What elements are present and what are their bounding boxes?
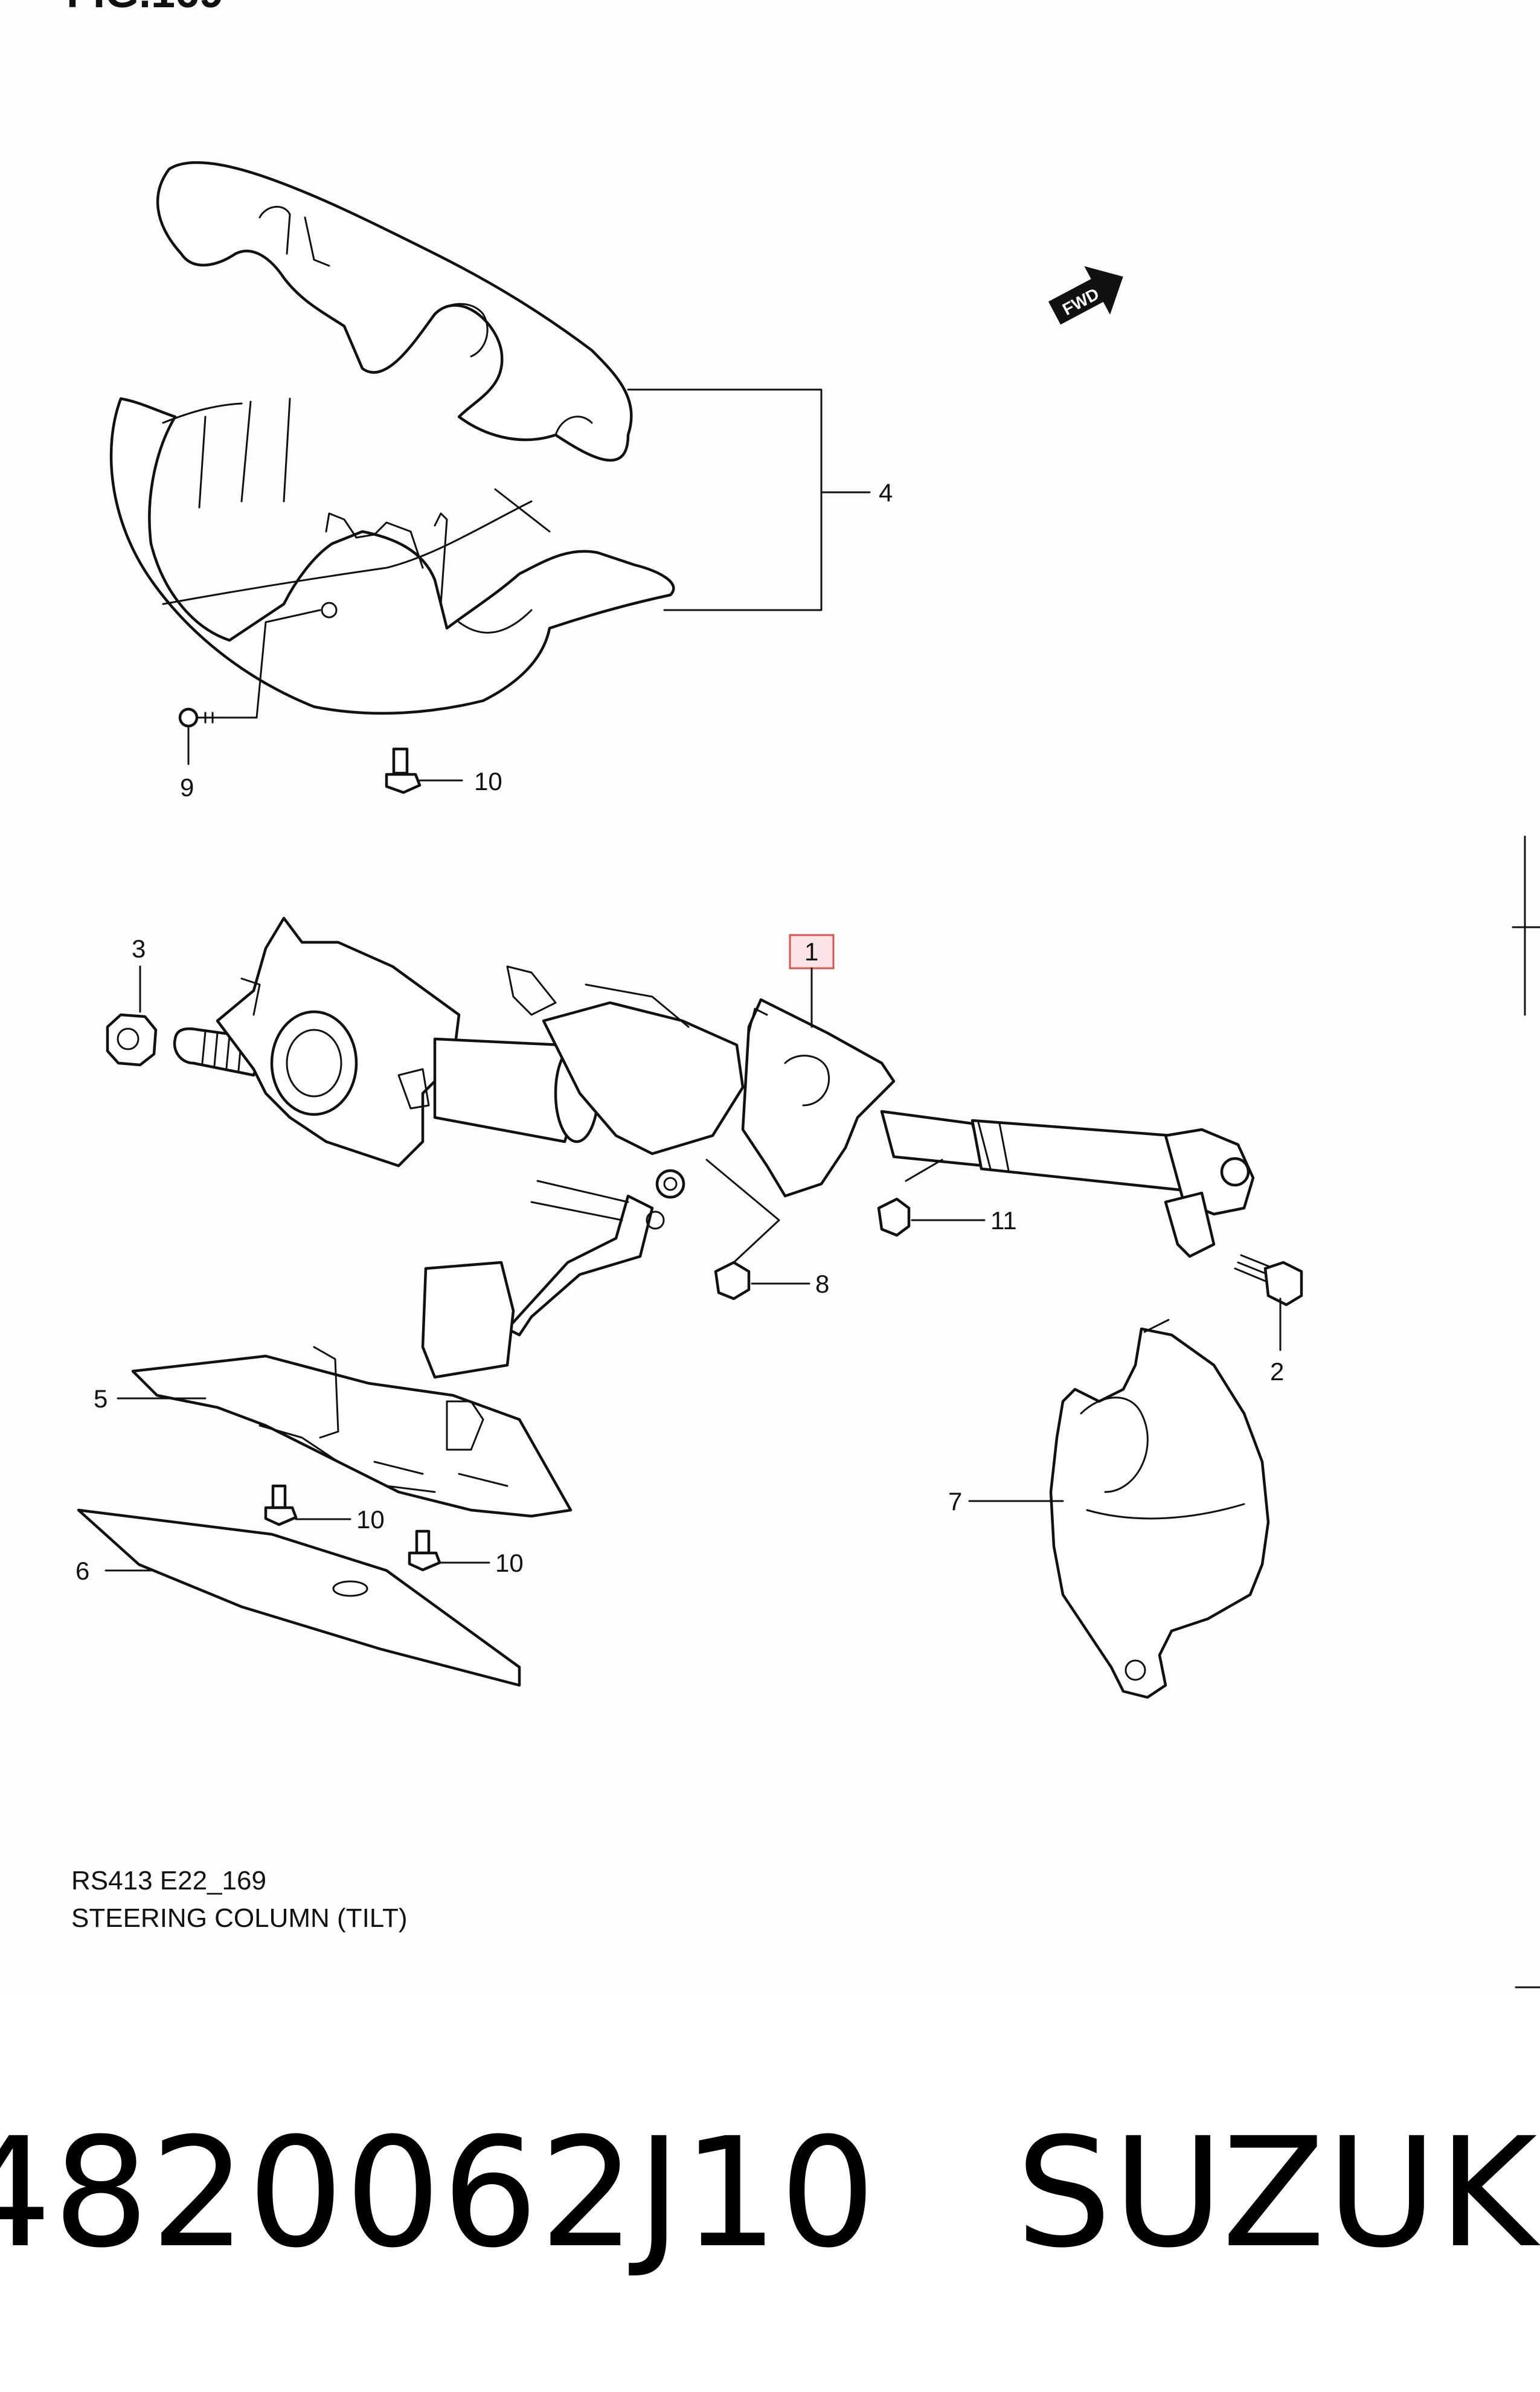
callout-9[interactable]: 9 <box>180 773 194 802</box>
bottom-banner: 4820062J10 SUZUKI <box>0 1993 1540 2392</box>
screw-9 <box>178 609 321 765</box>
upper-column-cover <box>156 161 633 462</box>
callout-1-box[interactable] <box>789 934 835 1028</box>
callout-1[interactable]: 1 <box>804 937 818 966</box>
nut-3 <box>106 965 158 1067</box>
callout-2[interactable]: 2 <box>1270 1357 1284 1386</box>
brand-name: SUZUKI <box>1016 2104 1540 2281</box>
bolt-10-mid <box>264 1484 351 1526</box>
callout-10-mid[interactable]: 10 <box>356 1505 385 1534</box>
steering-column <box>173 916 1255 1379</box>
diagram-panel: FIG.169 FWD 4 9 <box>66 0 1540 1989</box>
bolt-10-top <box>385 747 463 794</box>
fwd-arrow-icon: FWD <box>1048 266 1123 325</box>
callout-10-top[interactable]: 10 <box>474 767 502 796</box>
callout-4[interactable]: 4 <box>879 478 893 507</box>
callout-11[interactable]: 11 <box>990 1206 1017 1235</box>
cover-7 <box>968 1319 1270 1699</box>
figure-label: FIG.169 <box>66 0 223 17</box>
edge-marks <box>1512 835 1540 1989</box>
lower-column-cover <box>109 397 675 715</box>
plate-5 <box>117 1346 573 1518</box>
panel-6 <box>77 1508 521 1687</box>
caption-code: RS413 E22_169 <box>71 1866 266 1895</box>
caption-title: STEERING COLUMN (TILT) <box>71 1903 408 1933</box>
callout-6[interactable]: 6 <box>75 1557 89 1585</box>
bolt-2 <box>1234 1254 1303 1351</box>
callout-5[interactable]: 5 <box>94 1384 107 1413</box>
nut-8 <box>705 1159 810 1300</box>
bolt-10-low <box>408 1529 490 1572</box>
callout-4-bracket <box>627 388 871 611</box>
callout-3[interactable]: 3 <box>132 934 146 963</box>
nut-11 <box>877 1159 986 1237</box>
callout-7[interactable]: 7 <box>948 1487 962 1516</box>
part-number: 4820062J10 <box>0 2104 877 2281</box>
callout-10-low[interactable]: 10 <box>495 1549 524 1577</box>
callout-8[interactable]: 8 <box>815 1270 829 1298</box>
